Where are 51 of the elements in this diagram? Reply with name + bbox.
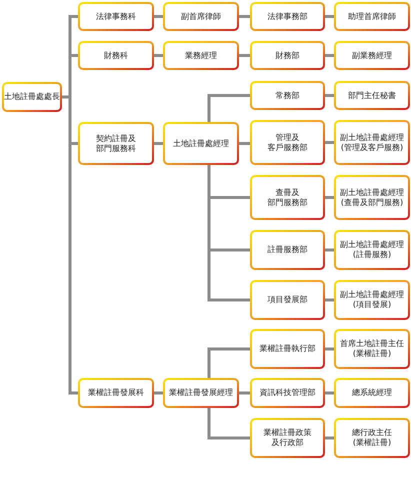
connector-line — [325, 248, 334, 252]
org-box: 財務部 — [250, 41, 325, 70]
org-box: 首席土地註冊主任(業權註冊) — [334, 329, 410, 369]
connector-line — [325, 436, 334, 440]
org-box: 契約註冊及部門服務科 — [78, 122, 154, 165]
org-box: 總行政主任(業權註冊) — [334, 418, 410, 458]
org-box: 註冊服務部 — [250, 230, 325, 270]
org-box: 部門主任秘書 — [334, 81, 410, 110]
connector-line — [239, 54, 250, 57]
org-box: 副首席律師 — [163, 2, 239, 31]
org-box: 總系統經理 — [334, 378, 410, 408]
org-box: 常務部 — [250, 81, 325, 110]
org-box: 業權註冊發展科 — [78, 378, 154, 408]
connector-line — [325, 196, 334, 199]
connector-line — [325, 15, 334, 18]
org-box: 業權註冊執行部 — [250, 329, 325, 369]
connector-line — [154, 142, 163, 145]
org-box: 資訊科技管理部 — [250, 378, 325, 408]
org-box: 副土地註冊處經理(查冊及部門服務) — [334, 175, 410, 220]
org-box: 業權註冊政策及行政部 — [250, 418, 325, 458]
org-box: 業務經理 — [163, 41, 239, 70]
org-box: 查冊及部門服務部 — [250, 175, 325, 220]
connector-line — [239, 15, 250, 18]
connector-line — [325, 298, 334, 302]
connector-line — [208, 348, 250, 378]
connector-line — [239, 392, 250, 394]
org-box: 業權註冊發展經理 — [163, 378, 239, 408]
org-box: 副土地註冊處經理(管理及客戶服務) — [334, 120, 410, 165]
org-box: 土地註冊處處長 — [2, 82, 62, 112]
connector-line — [154, 392, 163, 394]
connector-line — [325, 54, 334, 57]
org-box: 土地註冊處經理 — [163, 122, 239, 165]
connector-line — [208, 94, 250, 122]
org-box: 副業務經理 — [334, 41, 410, 70]
org-box: 法律事務部 — [250, 2, 325, 31]
org-box: 法律事務科 — [78, 2, 154, 31]
connector-line — [62, 96, 78, 394]
connector-line — [239, 142, 250, 145]
org-box: 財務科 — [78, 41, 154, 70]
org-box: 副土地註冊處經理(項目發展) — [334, 280, 410, 320]
connector-line — [325, 94, 334, 97]
connector-line — [154, 15, 163, 18]
org-box: 副土地註冊處經理(註冊服務) — [334, 230, 410, 270]
org-box: 項目發展部 — [250, 280, 325, 320]
connector-line — [325, 392, 334, 394]
org-box: 助理首席律師 — [334, 2, 410, 31]
connector-line — [154, 54, 163, 57]
connector-line — [208, 408, 250, 440]
connector-line — [325, 348, 334, 350]
org-box: 管理及客戶服務部 — [250, 120, 325, 165]
connector-line — [325, 141, 334, 144]
